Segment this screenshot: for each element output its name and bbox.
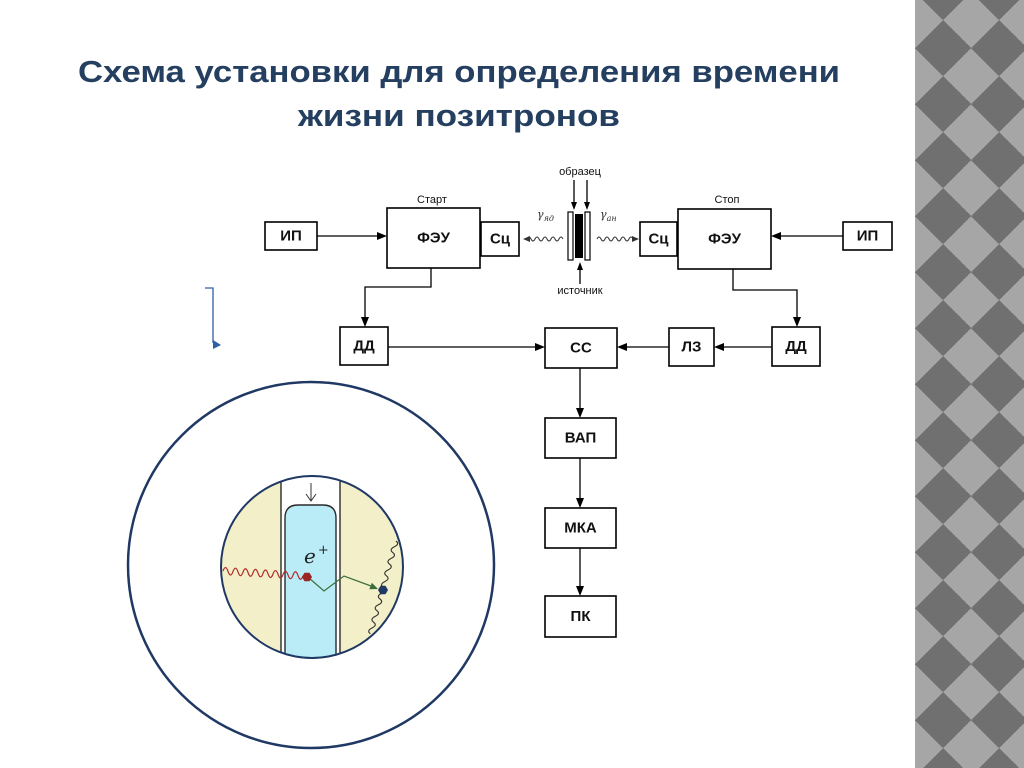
setup-block-diagram: Старт Стоп ИП ФЭУ Сц Сц ФЭУ ИП ДД <box>264 166 893 638</box>
block-delay-line: ЛЗ <box>668 327 715 367</box>
annihilation-point <box>378 585 388 595</box>
start-label: Старт <box>417 194 447 206</box>
arrow-tac-to-mca <box>576 458 584 508</box>
block-label: ИП <box>857 228 879 245</box>
arrow-power-to-pmt-start <box>317 232 387 240</box>
block-frame <box>639 221 678 257</box>
block-label: ФЭУ <box>417 230 450 247</box>
title-line-1: Схема установки для определения времени <box>78 54 840 89</box>
block-label: ПК <box>571 608 592 625</box>
block-scintillator-start: Сц <box>480 221 520 257</box>
block-label: МКА <box>564 520 597 537</box>
block-scintillator-stop: Сц <box>639 221 678 257</box>
block-pc: ПК <box>544 595 617 638</box>
sample-assembly: образец источник <box>557 166 602 297</box>
source-label: источник <box>557 285 602 297</box>
block-frame <box>339 326 389 366</box>
block-frame <box>544 417 617 459</box>
gamma-subscript: яд <box>544 214 554 223</box>
gamma-nuclear: γяд <box>523 208 564 242</box>
gamma-annihilation-label: γан <box>600 208 617 223</box>
block-label: СС <box>570 340 592 357</box>
positron-symbol: e+ <box>304 543 329 568</box>
source-pointer-arrow <box>577 262 583 284</box>
block-frame <box>544 327 618 369</box>
arrow-pmt-start-to-discriminator <box>361 268 432 327</box>
connector-arrows <box>317 232 843 596</box>
block-frame <box>544 507 617 549</box>
arrow-delay-to-coincidence <box>617 343 669 351</box>
sample-pointer-arrows <box>571 180 590 210</box>
block-label: ДД <box>785 338 807 355</box>
block-frame <box>480 221 520 257</box>
block-label: Сц <box>648 231 669 248</box>
block-tac: ВАП <box>544 417 617 459</box>
gamma-nuclear-label: γяд <box>537 208 554 223</box>
positron-birth-point <box>302 572 312 582</box>
block-power-supply-stop: ИП <box>842 221 893 251</box>
block-frame <box>677 208 772 270</box>
block-frame <box>544 595 617 638</box>
gamma-symbol: γ <box>600 208 607 221</box>
block-pmt-stop: ФЭУ <box>677 208 772 270</box>
block-frame <box>668 327 715 367</box>
block-label: ВАП <box>565 430 597 447</box>
block-label: ДД <box>353 338 375 355</box>
inner-circle-border <box>220 475 404 659</box>
decorative-side-stripe <box>915 0 1024 768</box>
block-discriminator-start: ДД <box>339 326 389 366</box>
side-marker-bracket <box>205 287 221 349</box>
block-pmt-start: ФЭУ <box>386 207 481 269</box>
stop-label: Стоп <box>715 194 740 206</box>
sample-core <box>284 504 337 659</box>
block-label: ЛЗ <box>682 339 702 356</box>
arrow-coincidence-to-tac <box>576 368 584 418</box>
block-power-supply-start: ИП <box>264 221 318 251</box>
title-line-2: жизни позитронов <box>297 98 620 133</box>
gamma-annihilation-wave <box>596 236 636 242</box>
arrow-discriminator-to-delay <box>714 343 772 351</box>
arrow-mca-to-pc <box>576 548 584 596</box>
gamma-subscript: ан <box>607 214 617 223</box>
gamma-symbol: γ <box>537 208 544 221</box>
block-frame <box>386 207 481 269</box>
arrow-power-to-pmt-stop <box>771 232 843 240</box>
positron-charge: + <box>318 543 329 558</box>
gamma-nuclear-wave <box>524 236 564 242</box>
sample-label: образец <box>559 166 602 178</box>
positron-illustration: e+ <box>126 380 496 750</box>
block-frame <box>771 326 821 367</box>
incoming-gamma-wave <box>222 566 304 580</box>
arrow-pmt-stop-to-discriminator <box>732 269 801 327</box>
block-discriminator-stop: ДД <box>771 326 821 367</box>
positron-track <box>308 575 378 592</box>
gamma-annihilation: γан <box>596 208 639 242</box>
block-frame <box>264 221 318 251</box>
block-coincidence: СС <box>544 327 618 369</box>
arrow-discriminator-to-coincidence <box>388 343 545 351</box>
block-label: Сц <box>490 231 511 248</box>
positron-letter: e <box>304 544 316 568</box>
block-label: ФЭУ <box>708 231 741 248</box>
block-label: ИП <box>280 228 302 245</box>
sample-sandwich <box>567 211 591 261</box>
down-arrow-icon <box>305 483 317 502</box>
slide-title: Схема установки для определения времени … <box>78 54 840 133</box>
block-mca: МКА <box>544 507 617 549</box>
